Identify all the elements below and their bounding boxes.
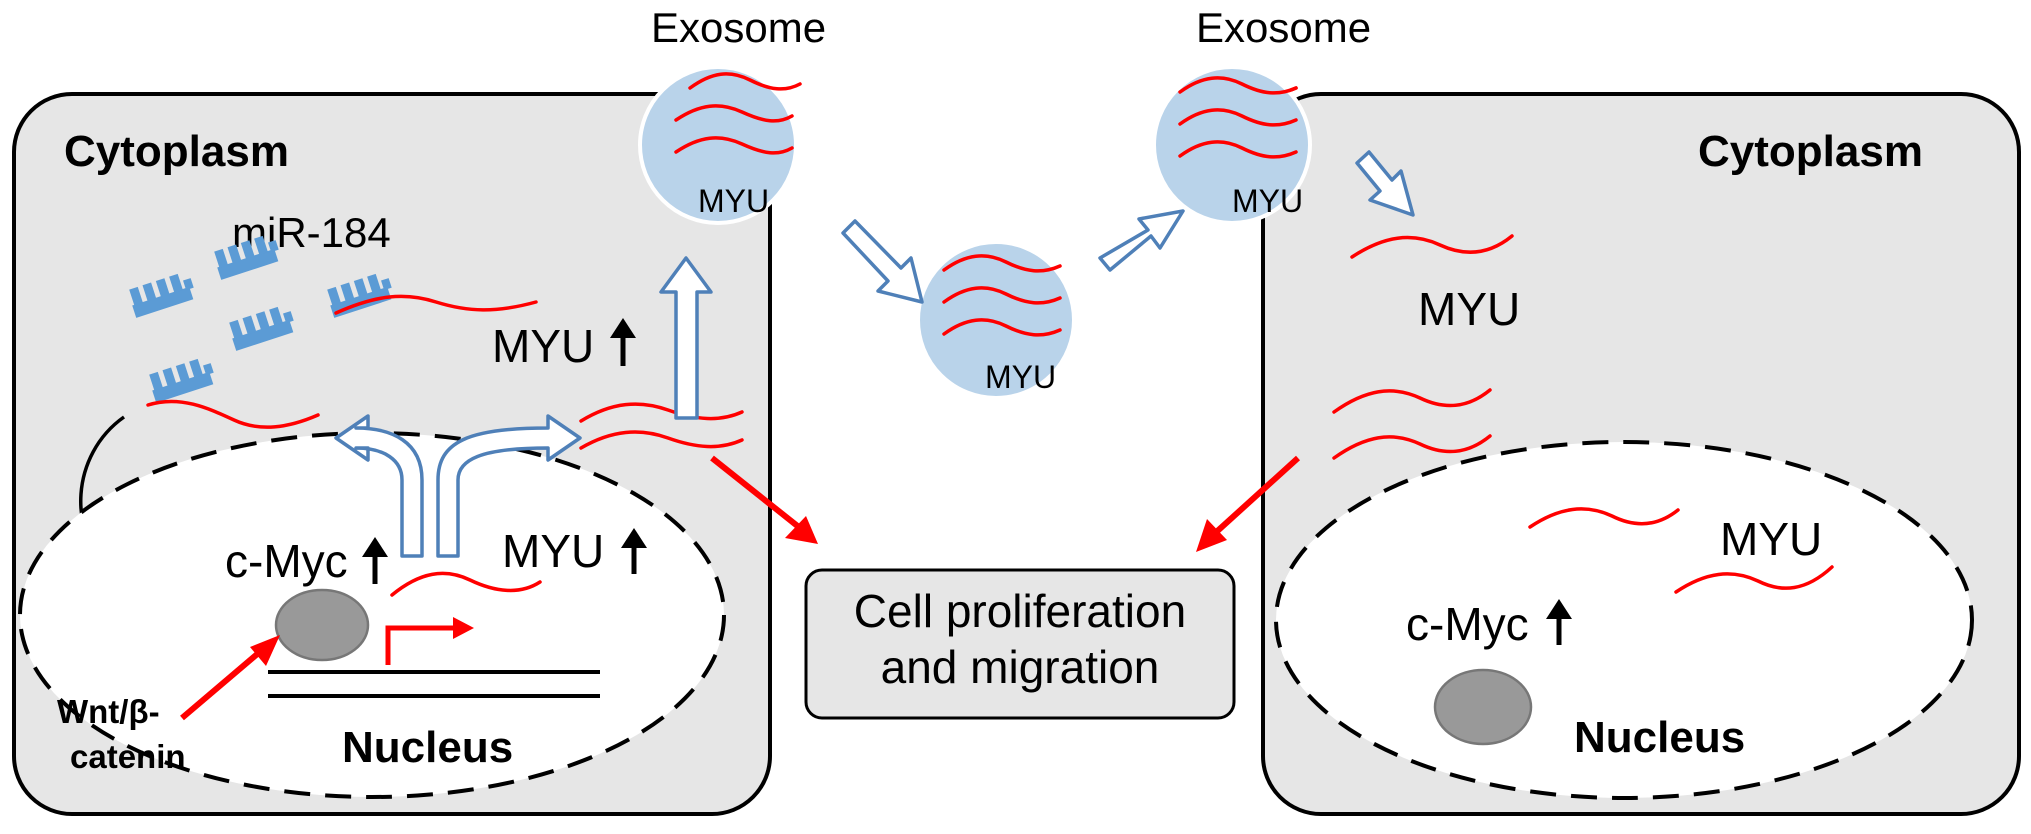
myu-rna-bound <box>146 399 320 429</box>
right-nuclear-myu-label: MYU <box>1720 513 1822 565</box>
hollow-arrow-nuclear-export <box>334 414 424 558</box>
right-cmyc-protein <box>1433 668 1533 746</box>
myu-rna-cytoplasm <box>1332 434 1492 460</box>
myu-rna-exosome <box>688 72 802 91</box>
exosome-vesicle <box>638 65 798 225</box>
outcome-line-2: and migration <box>881 641 1160 693</box>
exosome-myu-label-1: MYU <box>698 183 769 219</box>
up-arrow-icon <box>610 318 636 366</box>
myu-rna-bound <box>334 294 538 315</box>
up-arrow-icon <box>362 537 388 584</box>
transcription-start-arrow <box>385 617 474 665</box>
cmyc-label: c-Myc <box>225 535 348 587</box>
hollow-arrow-nuclear-export <box>436 414 582 558</box>
myu-rna-cytoplasm <box>579 430 744 450</box>
right-myu-label: MYU <box>1418 283 1520 335</box>
myu-rna-released <box>1350 234 1514 259</box>
myu-rna-nascent <box>390 571 542 597</box>
hollow-arrow-entry <box>1355 150 1415 217</box>
left-cytoplasm-label: Cytoplasm <box>64 127 289 176</box>
hollow-arrow-transfer <box>841 219 924 304</box>
myu-up-label: MYU <box>492 320 594 372</box>
myu-rna-exosome <box>674 104 794 123</box>
myu-rna-exosome <box>1178 76 1298 95</box>
left-cell: Cytoplasm miR-184 MYU Nucleus c-Myc <box>12 92 772 816</box>
myu-rna-nuclear <box>1528 507 1680 529</box>
exosome-vesicle <box>916 240 1076 400</box>
up-arrow-icon <box>1546 599 1572 645</box>
myu-rna-cytoplasm <box>1332 388 1492 414</box>
myu-rna-cytoplasm <box>579 402 744 423</box>
mir184-label: miR-184 <box>232 209 391 256</box>
myu-rna-exosome <box>942 286 1062 305</box>
nuclear-myu-label: MYU <box>502 525 604 577</box>
exosome-1: Exosome MYU <box>638 4 826 225</box>
red-arrow-right-to-outcome <box>1196 455 1301 552</box>
wnt-activation-arrow <box>180 635 280 721</box>
right-nucleus-label: Nucleus <box>1574 713 1745 762</box>
exosome-myu-label-3-overlay: MYU <box>1232 183 1303 219</box>
red-arrow-left-to-outcome <box>710 455 818 544</box>
exosome-label-2: Exosome <box>1196 4 1371 51</box>
wnt-label-line2: catenin <box>70 738 186 775</box>
myu-rna-exosome <box>1178 140 1298 159</box>
myu-rna-exosome <box>674 136 794 155</box>
exosome-label-1: Exosome <box>651 4 826 51</box>
up-arrow-icon <box>621 528 647 574</box>
hollow-arrow-transfer <box>1098 209 1185 272</box>
myu-rna-nuclear <box>1674 565 1834 594</box>
exosome-myu-label-2: MYU <box>985 359 1056 395</box>
myu-rna-exosome <box>942 254 1062 273</box>
outcome-group: Cell proliferation and migration <box>710 455 1301 720</box>
outcome-line-1: Cell proliferation <box>854 585 1186 637</box>
right-cell: MYU Cytoplasm MYU Nucleus MYU c-Myc <box>1152 65 2021 816</box>
hollow-arrow-export <box>659 256 713 420</box>
wnt-label-line1: Wnt/β- <box>57 693 160 730</box>
right-cytoplasm-label: Cytoplasm <box>1698 127 1923 176</box>
outcome-box <box>804 568 1236 720</box>
myu-rna-exosome <box>942 318 1062 337</box>
cmyc-protein <box>274 588 370 662</box>
exosome-2: MYU <box>916 240 1076 400</box>
left-nucleus-label: Nucleus <box>342 723 513 772</box>
myu-rna-exosome <box>1178 108 1298 127</box>
right-cmyc-label: c-Myc <box>1406 598 1529 650</box>
